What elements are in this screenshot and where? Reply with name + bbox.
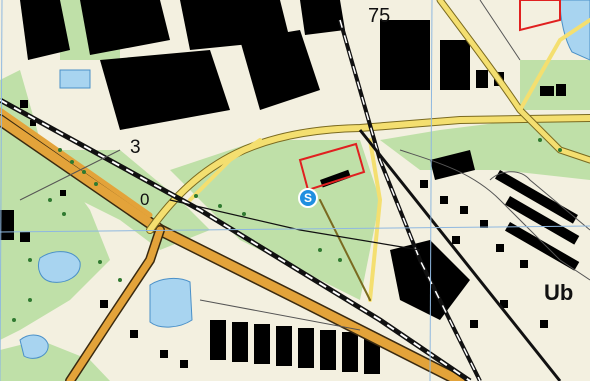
residential-buildings bbox=[20, 100, 548, 374]
place-name-label: Ub bbox=[544, 280, 574, 305]
tree-symbols bbox=[12, 138, 562, 322]
station-symbol: S bbox=[303, 191, 312, 205]
red-boundary bbox=[298, 0, 561, 192]
secondary-roads bbox=[146, 0, 590, 302]
route-number-75-label: 75 bbox=[368, 5, 391, 27]
route-number-0-label: 0 bbox=[140, 190, 150, 209]
major-roads bbox=[0, 107, 466, 381]
water-bodies bbox=[19, 0, 590, 359]
route-number-3-label: 3 bbox=[130, 137, 141, 158]
station-s-icon[interactable]: S bbox=[298, 188, 318, 208]
railways bbox=[0, 19, 562, 381]
minor-streets bbox=[19, 0, 590, 331]
buildings bbox=[0, 0, 580, 320]
